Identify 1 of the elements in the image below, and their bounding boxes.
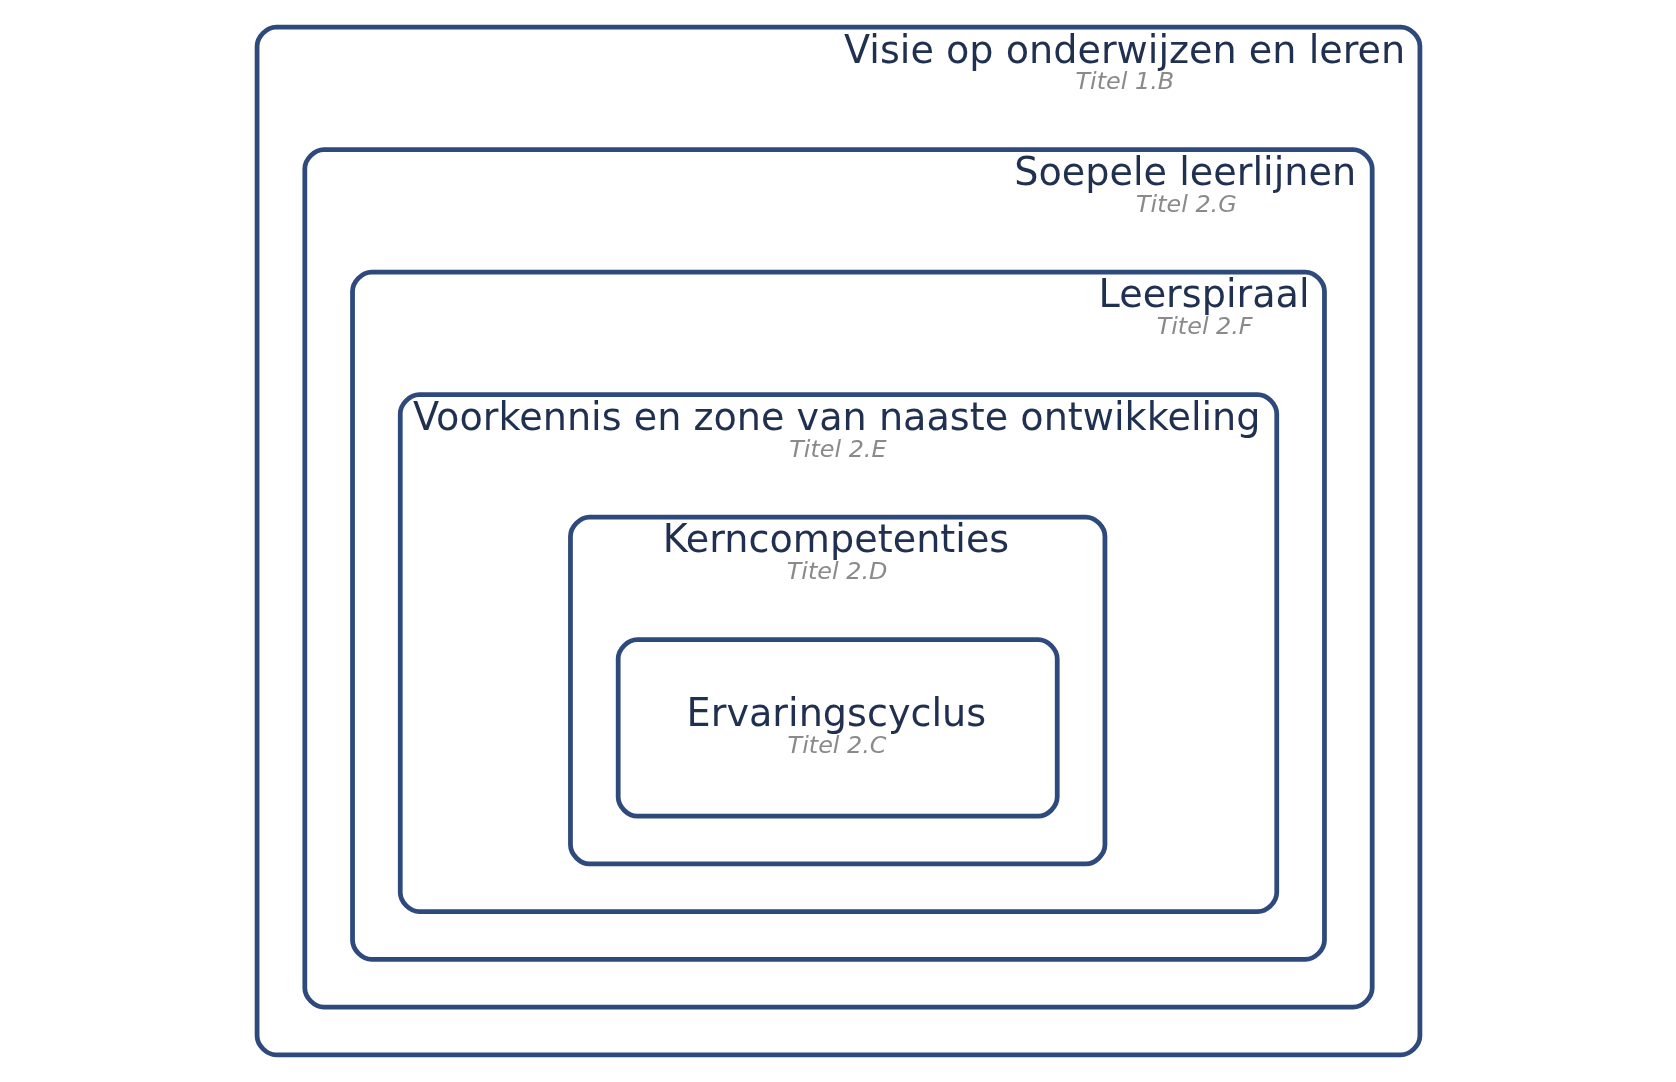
node-box: Ervaringscyclus Titel 2.C (615, 637, 1060, 819)
